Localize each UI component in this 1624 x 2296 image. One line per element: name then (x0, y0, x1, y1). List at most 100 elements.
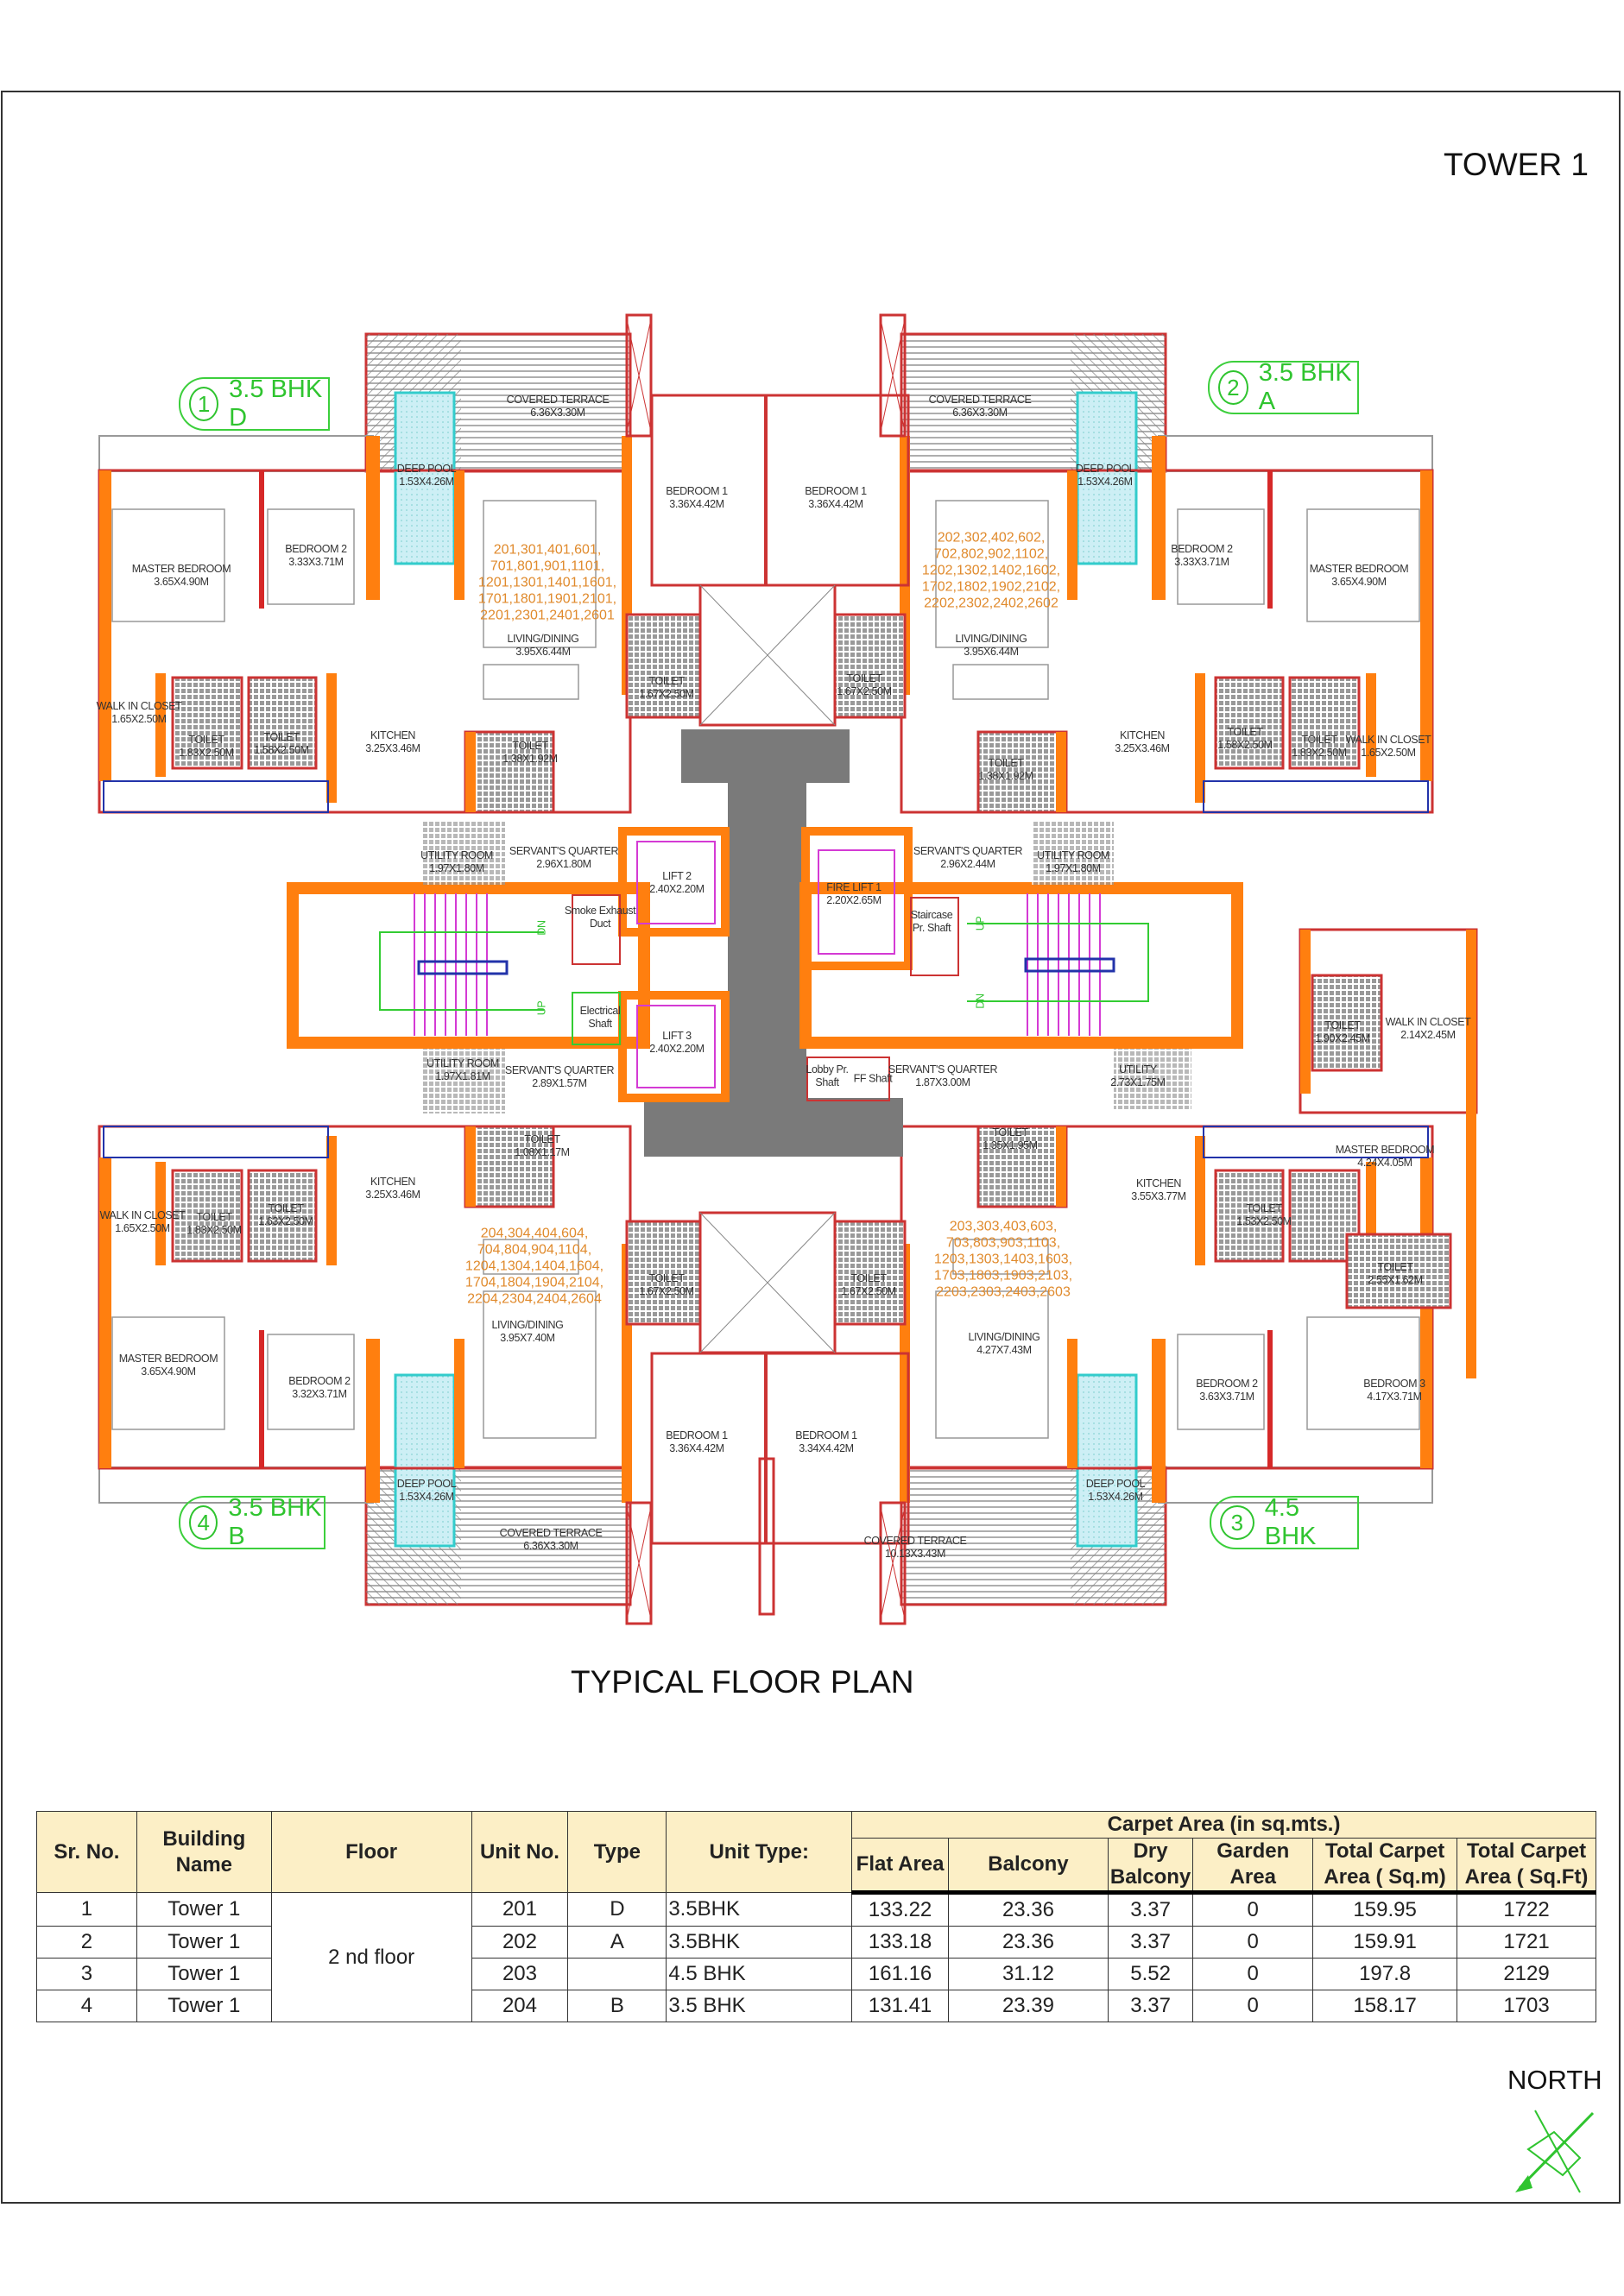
room-label-size: 1.08X1.17M (515, 1146, 570, 1158)
cell-building: Tower 1 (136, 1958, 272, 1990)
room-label-size: 3.63X3.71M (1199, 1391, 1254, 1403)
room-label-name: TOILET (524, 1133, 560, 1145)
stair-direction-label: UP (974, 916, 987, 931)
cell-sqft: 1703 (1457, 1990, 1596, 2022)
unit-numbers-line: 1201,1301,1401,1601, (477, 575, 617, 590)
unit-numbers-line: 1701,1801,1901,2101, (477, 591, 617, 607)
stair-direction-label: DN (535, 920, 548, 936)
cell-balcony: 23.36 (948, 1926, 1109, 1959)
page-frame (1, 91, 1621, 2204)
header-type: Type (567, 1811, 667, 1893)
room-label-size: 1.97X1.81M (435, 1070, 490, 1082)
unit-badge-label: 3.5 BHK D (229, 375, 323, 432)
room-label-name: BEDROOM 2 (288, 1375, 351, 1387)
core-drawing (287, 729, 1243, 1157)
unit-numbers-line: 204,304,404,604, (480, 1226, 589, 1241)
cell-sqm: 159.95 (1312, 1892, 1458, 1927)
center-bedrooms (650, 394, 910, 1616)
cell-sr: 1 (36, 1892, 137, 1927)
core-room-label-size: 2.96X1.80M (536, 858, 591, 870)
room-label-size: 3.36X4.42M (669, 498, 724, 510)
room-label-size: 3.65X4.90M (141, 1366, 196, 1378)
cell-flat: 133.22 (851, 1892, 950, 1927)
room-label-name: TOILET (850, 1272, 887, 1284)
unit-badge-number: 1 (189, 387, 219, 421)
cell-unit_type: 3.5 BHK (666, 1990, 853, 2022)
header-unit-type: Unit Type: (666, 1811, 853, 1893)
plan-title: TYPICAL FLOOR PLAN (571, 1664, 914, 1700)
cell-sr: 3 (36, 1958, 137, 1990)
cell-building: Tower 1 (136, 1892, 272, 1927)
unit-badge-label: 4.5 BHK (1264, 1494, 1317, 1550)
core-room-label-size: 1.97X1.80M (429, 862, 484, 874)
room-label-name: BEDROOM 2 (1196, 1378, 1258, 1390)
room-label-name: WALK IN CLOSET (99, 1209, 186, 1221)
room-label-name: COVERED TERRACE (928, 394, 1032, 406)
cell-sr: 4 (36, 1990, 137, 2022)
core-room-label-size: 2.40X2.20M (649, 1043, 705, 1055)
room-label-size: 1.67X2.50M (837, 685, 892, 697)
cell-type: A (567, 1926, 667, 1959)
room-label-size: 2.89X1.57M (532, 1077, 587, 1089)
room-label-name: MASTER BEDROOM (131, 563, 231, 575)
room-label-name: DEEP POOL (396, 463, 457, 475)
core-room-label-name: Staircase (910, 909, 953, 921)
room-label-name: TOILET (1246, 1202, 1282, 1214)
room-label-name: TOILET (196, 1211, 232, 1223)
cell-flat: 133.18 (851, 1926, 950, 1959)
room-label-name: BEDROOM 1 (805, 485, 867, 497)
cell-unit: 203 (471, 1958, 569, 1990)
unit-numbers-line: 2202,2302,2402,2602 (924, 596, 1058, 611)
header-sr-no: Sr. No. (36, 1811, 137, 1893)
tower-title: TOWER 1 (1444, 147, 1589, 182)
unit-numbers-line: 1702,1802,1902,2102, (921, 579, 1061, 595)
room-label-name: TOILET (263, 731, 300, 743)
room-label-name: TOILET (512, 740, 548, 752)
room-label-size: 3.33X3.71M (1174, 556, 1229, 568)
room-label-size: 3.25X3.46M (365, 742, 420, 754)
room-label-name: KITCHEN (1119, 729, 1166, 741)
unit-numbers-line: 1203,1303,1403,1603, (933, 1252, 1073, 1267)
room-label-name: TOILET (1227, 726, 1263, 738)
unit-numbers-line: 704,804,904,1104, (477, 1242, 592, 1258)
cell-dry: 3.37 (1107, 1892, 1194, 1927)
room-label-name: COVERED TERRACE (506, 394, 610, 406)
room-label-name: TOILET (1377, 1261, 1413, 1273)
cell-type: D (567, 1892, 667, 1927)
room-label-name: BEDROOM 2 (285, 543, 347, 555)
room-label-name: BEDROOM 1 (795, 1429, 857, 1441)
unit-numbers-list: 202,302,402,602,702,802,902,1102,1202,13… (922, 530, 1060, 612)
room-label-size: 3.36X4.42M (669, 1442, 724, 1454)
room-label-size: 1.53X4.26M (399, 1491, 454, 1503)
unit-badge-number: 4 (189, 1505, 218, 1540)
unit-badge-label: 3.5 BHK A (1258, 359, 1352, 415)
header-garden-area: Garden Area (1192, 1838, 1314, 1895)
cell-dry: 5.52 (1107, 1958, 1194, 1990)
unit-numbers-line: 702,802,902,1102, (933, 546, 1049, 562)
room-label-name: KITCHEN (370, 1176, 416, 1188)
room-label-size: 1.53X4.26M (1088, 1491, 1143, 1503)
cell-sqft: 2129 (1457, 1958, 1596, 1990)
cell-unit_type: 4.5 BHK (666, 1958, 853, 1990)
core-room-label-size: 2.20X2.65M (826, 894, 882, 906)
